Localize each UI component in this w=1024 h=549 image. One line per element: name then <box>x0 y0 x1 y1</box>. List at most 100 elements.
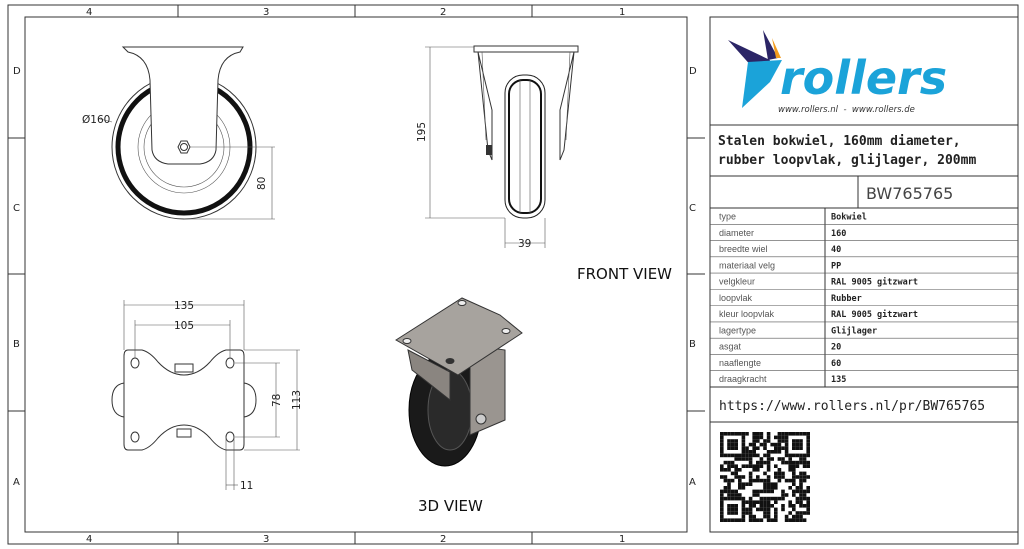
dim-plate-width: 113 <box>291 390 303 410</box>
qr-module <box>741 450 746 454</box>
qr-module <box>741 457 746 461</box>
qr-module <box>741 514 746 519</box>
spec-label: velgkleur <box>719 277 755 287</box>
qr-module <box>806 439 810 443</box>
qr-module <box>720 435 724 440</box>
qr-module <box>734 507 738 512</box>
zone-col-4: 4 <box>86 7 92 18</box>
zone-row-d-right: D <box>689 66 697 77</box>
qr-module <box>759 496 764 501</box>
qr-module <box>766 486 771 490</box>
qr-module <box>748 518 753 522</box>
qr-module <box>770 489 774 494</box>
qr-module <box>752 514 756 519</box>
qr-module <box>741 435 746 440</box>
qr-module <box>730 439 735 443</box>
qr-module <box>799 486 803 490</box>
qr-module <box>784 518 789 522</box>
qr-module <box>734 511 738 515</box>
qr-module <box>745 464 749 468</box>
qr-module <box>802 464 807 468</box>
qr-module <box>802 475 807 479</box>
qr-module <box>795 439 800 443</box>
qr-module <box>727 460 731 465</box>
dim-hole-spacing-y: 78 <box>271 394 283 407</box>
qr-module <box>766 450 771 454</box>
qr-module <box>799 478 803 483</box>
zone-row-b: B <box>13 339 20 350</box>
qr-module <box>784 442 789 447</box>
qr-module <box>784 453 789 458</box>
qr-module <box>730 518 735 522</box>
qr-module <box>766 457 771 461</box>
qr-module <box>752 464 756 468</box>
qr-code[interactable] <box>720 432 810 522</box>
qr-module <box>792 442 796 447</box>
qr-module <box>781 460 785 465</box>
qr-module <box>752 468 756 472</box>
qr-module <box>795 496 800 501</box>
qr-module <box>727 442 731 447</box>
qr-module <box>788 468 792 472</box>
dim-width: 39 <box>518 238 531 250</box>
zone-col-3-bottom: 3 <box>263 534 269 545</box>
qr-module <box>802 471 807 476</box>
qr-module <box>748 442 753 447</box>
qr-module <box>734 471 738 476</box>
qr-module <box>774 435 778 440</box>
qr-module <box>777 475 782 479</box>
qr-module <box>723 496 728 501</box>
dim-hole-diameter: 11 <box>240 480 253 492</box>
spec-label: draagkracht <box>719 374 767 384</box>
qr-module <box>802 460 807 465</box>
zone-col-1-bottom: 1 <box>619 534 625 545</box>
qr-module <box>781 471 785 476</box>
qr-module <box>777 442 782 447</box>
qr-module <box>745 482 749 486</box>
qr-module <box>734 475 738 479</box>
qr-module <box>723 460 728 465</box>
qr-module <box>752 518 756 522</box>
product-code: BW765765 <box>866 184 953 203</box>
qr-module <box>802 453 807 458</box>
qr-module <box>766 468 771 472</box>
qr-module <box>788 500 792 504</box>
qr-module <box>720 504 724 508</box>
zone-row-d: D <box>13 66 21 77</box>
qr-module <box>799 496 803 501</box>
qr-module <box>806 453 810 458</box>
qr-module <box>806 486 810 490</box>
qr-module <box>748 478 753 483</box>
qr-module <box>806 460 810 465</box>
zone-row-a-right: A <box>689 477 696 488</box>
qr-module <box>720 432 724 436</box>
qr-module <box>720 507 724 512</box>
qr-module <box>766 464 771 468</box>
qr-module <box>752 504 756 508</box>
zone-col-2: 2 <box>440 7 446 18</box>
product-url[interactable]: https://www.rollers.nl/pr/BW765765 <box>719 399 985 414</box>
qr-module <box>774 446 778 450</box>
qr-module <box>738 457 742 461</box>
qr-module <box>802 496 807 501</box>
qr-module <box>806 500 810 504</box>
qr-module <box>806 442 810 447</box>
qr-module <box>777 457 782 461</box>
qr-module <box>784 439 789 443</box>
qr-module <box>774 507 778 512</box>
qr-module <box>720 475 724 479</box>
qr-module <box>777 496 782 501</box>
qr-module <box>727 439 731 443</box>
qr-module <box>720 496 724 501</box>
qr-module <box>756 500 760 504</box>
qr-module <box>781 504 785 508</box>
qr-module <box>748 511 753 515</box>
qr-module <box>774 450 778 454</box>
qr-module <box>799 432 803 436</box>
qr-module <box>741 496 746 501</box>
qr-module <box>752 435 756 440</box>
qr-module <box>763 486 767 490</box>
